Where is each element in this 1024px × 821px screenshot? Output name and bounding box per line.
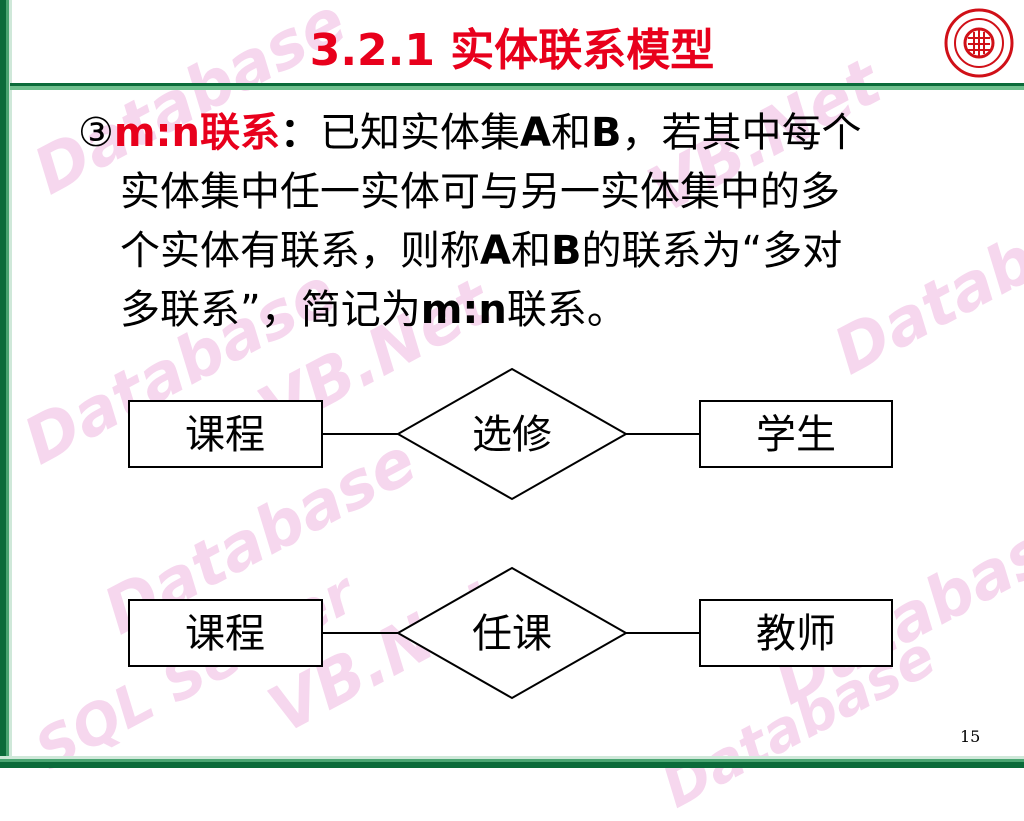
er-diagrams: 课程 选修 学生 课程 任课 教师 — [128, 367, 893, 700]
definition-line-1: ③m:n联系：已知实体集A和B，若其中每个 — [78, 104, 978, 163]
definition-line-4: 多联系”，简记为m:n联系。 — [78, 281, 978, 340]
er-diagram-course-teacher: 课程 任课 教师 — [128, 566, 893, 700]
entity-set-b: B — [590, 110, 622, 156]
definition-colon: ： — [280, 110, 321, 156]
entity-label-left: 课程 — [185, 611, 265, 657]
line-4-text-a: 多联系”，简记为 — [120, 287, 421, 333]
definition-line-3: 个实体有联系，则称A和B的联系为“多对 — [78, 222, 978, 281]
line-3-he: 和 — [510, 228, 551, 274]
entity-label-left: 课程 — [185, 412, 265, 458]
er-diagram-course-student: 课程 选修 学生 — [128, 367, 893, 501]
title-divider — [10, 83, 1024, 90]
entity-label-right: 学生 — [756, 412, 836, 458]
definition-term: m:n联系 — [113, 110, 281, 156]
entity-box-right — [699, 400, 893, 468]
entity-label-right: 教师 — [756, 611, 836, 657]
line-1-tail: ，若其中每个 — [621, 110, 862, 156]
line-3-text-a: 个实体有联系，则称 — [120, 228, 480, 274]
relationship-diamond — [395, 566, 629, 700]
definition-text: ③m:n联系：已知实体集A和B，若其中每个 实体集中任一实体可与另一实体集中的多… — [78, 104, 978, 340]
line-3-tail: 的联系为“多对 — [581, 228, 843, 274]
entity-set-b-ref: B — [550, 228, 582, 274]
slide-frame-left — [0, 0, 12, 768]
university-seal-logo — [944, 8, 1014, 78]
circled-number-marker: ③ — [78, 110, 114, 156]
entity-box-right — [699, 599, 893, 667]
page-number: 15 — [960, 727, 981, 746]
slide-title: 3.2.1 实体联系模型 — [309, 25, 715, 76]
entity-box-left — [128, 400, 323, 468]
line-1-he: 和 — [550, 110, 591, 156]
definition-line-2: 实体集中任一实体可与另一实体集中的多 — [120, 169, 840, 215]
relationship-diamond — [395, 367, 629, 501]
entity-box-left — [128, 599, 323, 667]
entity-set-a: A — [520, 110, 551, 156]
line-4-tail: 联系。 — [506, 287, 627, 333]
entity-set-a-ref: A — [480, 228, 511, 274]
mn-abbrev: m:n — [420, 287, 507, 333]
relationship-label: 任课 — [472, 611, 552, 657]
relationship-label: 选修 — [472, 412, 552, 458]
slide-frame-bottom — [0, 756, 1024, 768]
line-1-text-a: 已知实体集 — [320, 110, 521, 156]
